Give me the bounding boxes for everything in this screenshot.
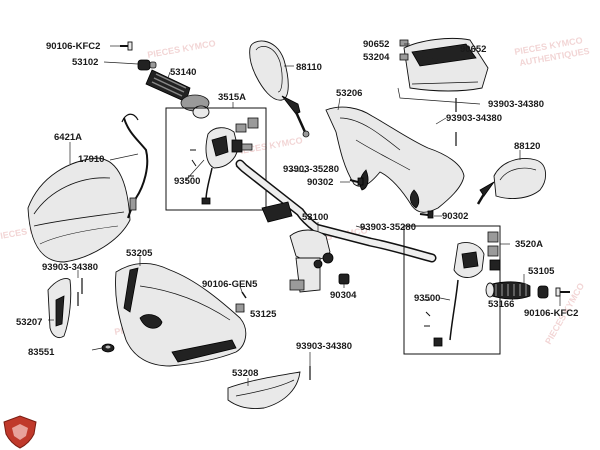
part-53207-side-cover bbox=[47, 278, 72, 339]
part-label: 90302 bbox=[307, 177, 333, 188]
part-label: 93500 bbox=[174, 176, 200, 187]
part-label: 17910 bbox=[78, 154, 104, 165]
part-90652-clip bbox=[399, 39, 409, 61]
part-label: 53125 bbox=[250, 309, 277, 320]
part-90304-nut bbox=[338, 273, 350, 285]
part-3520a-switch bbox=[424, 231, 501, 347]
part-label: 93903-34380 bbox=[296, 341, 352, 352]
part-label: 53204 bbox=[363, 52, 390, 63]
part-88110-mirror-left bbox=[249, 40, 310, 138]
part-label: 53166 bbox=[488, 299, 514, 310]
part-label: 53208 bbox=[232, 368, 258, 379]
part-label: 93500 bbox=[414, 293, 440, 304]
part-label: 93903-35280 bbox=[283, 164, 339, 175]
part-label: 53205 bbox=[126, 248, 153, 259]
part-6421a-windscreen bbox=[27, 157, 131, 263]
leader-lines bbox=[48, 43, 561, 386]
part-53102-cap bbox=[137, 59, 157, 71]
part-label: 83551 bbox=[28, 347, 55, 358]
part-label: 90652 bbox=[460, 44, 486, 55]
part-53204-top-cover bbox=[403, 38, 489, 92]
part-53208-lower-cover bbox=[227, 371, 301, 409]
part-label: 53100 bbox=[302, 212, 328, 223]
part-label: 93903-35280 bbox=[360, 222, 416, 233]
part-label: 3515A bbox=[218, 92, 246, 103]
part-53206-inner-cover bbox=[325, 106, 465, 213]
part-label: 90652 bbox=[363, 39, 389, 50]
part-screw-top bbox=[120, 41, 133, 51]
part-83551-grommet bbox=[101, 343, 115, 353]
part-labels: 90106-KFC2 53102 53140 88110 90652 53204… bbox=[16, 39, 578, 379]
part-label: 90302 bbox=[442, 211, 468, 222]
part-17910-throttle-cable bbox=[121, 113, 149, 219]
part-label: 53206 bbox=[336, 88, 362, 99]
part-label: 93903-34380 bbox=[488, 99, 544, 110]
part-screw-bottom bbox=[555, 287, 570, 297]
part-label: 6421A bbox=[54, 132, 82, 143]
part-53105-cap bbox=[537, 285, 549, 299]
part-label: 90106-GEN5 bbox=[202, 279, 258, 290]
part-label: 90106-KFC2 bbox=[46, 41, 100, 52]
part-label: 88120 bbox=[514, 141, 540, 152]
watermark-text: PIECES KYMCO bbox=[147, 38, 217, 60]
part-label: 53140 bbox=[170, 67, 196, 78]
part-label: 93903-34380 bbox=[42, 262, 98, 273]
part-53140-throttle-grip bbox=[145, 69, 210, 119]
part-label: 53105 bbox=[528, 266, 555, 277]
part-53125-clip bbox=[235, 303, 245, 313]
part-3515a-switch-box bbox=[165, 107, 267, 211]
part-label: 53207 bbox=[16, 317, 42, 328]
part-label: 88110 bbox=[296, 62, 322, 73]
part-53205-front-cover bbox=[115, 263, 247, 367]
part-label: 90304 bbox=[330, 290, 357, 301]
part-label: 90106-KFC2 bbox=[524, 308, 578, 319]
part-3515a-switch bbox=[188, 117, 259, 205]
part-53166-grip-right bbox=[485, 281, 531, 300]
part-90302-bolt bbox=[349, 177, 434, 219]
part-label: 53102 bbox=[72, 57, 98, 68]
part-label: 93903-34380 bbox=[446, 113, 502, 124]
part-88120-mirror-right bbox=[476, 158, 546, 205]
part-label: 3520A bbox=[515, 239, 543, 250]
red-shield-logo-icon bbox=[3, 415, 37, 449]
part-53100-handlebar bbox=[235, 159, 437, 293]
part-screw-93903 bbox=[77, 98, 457, 380]
